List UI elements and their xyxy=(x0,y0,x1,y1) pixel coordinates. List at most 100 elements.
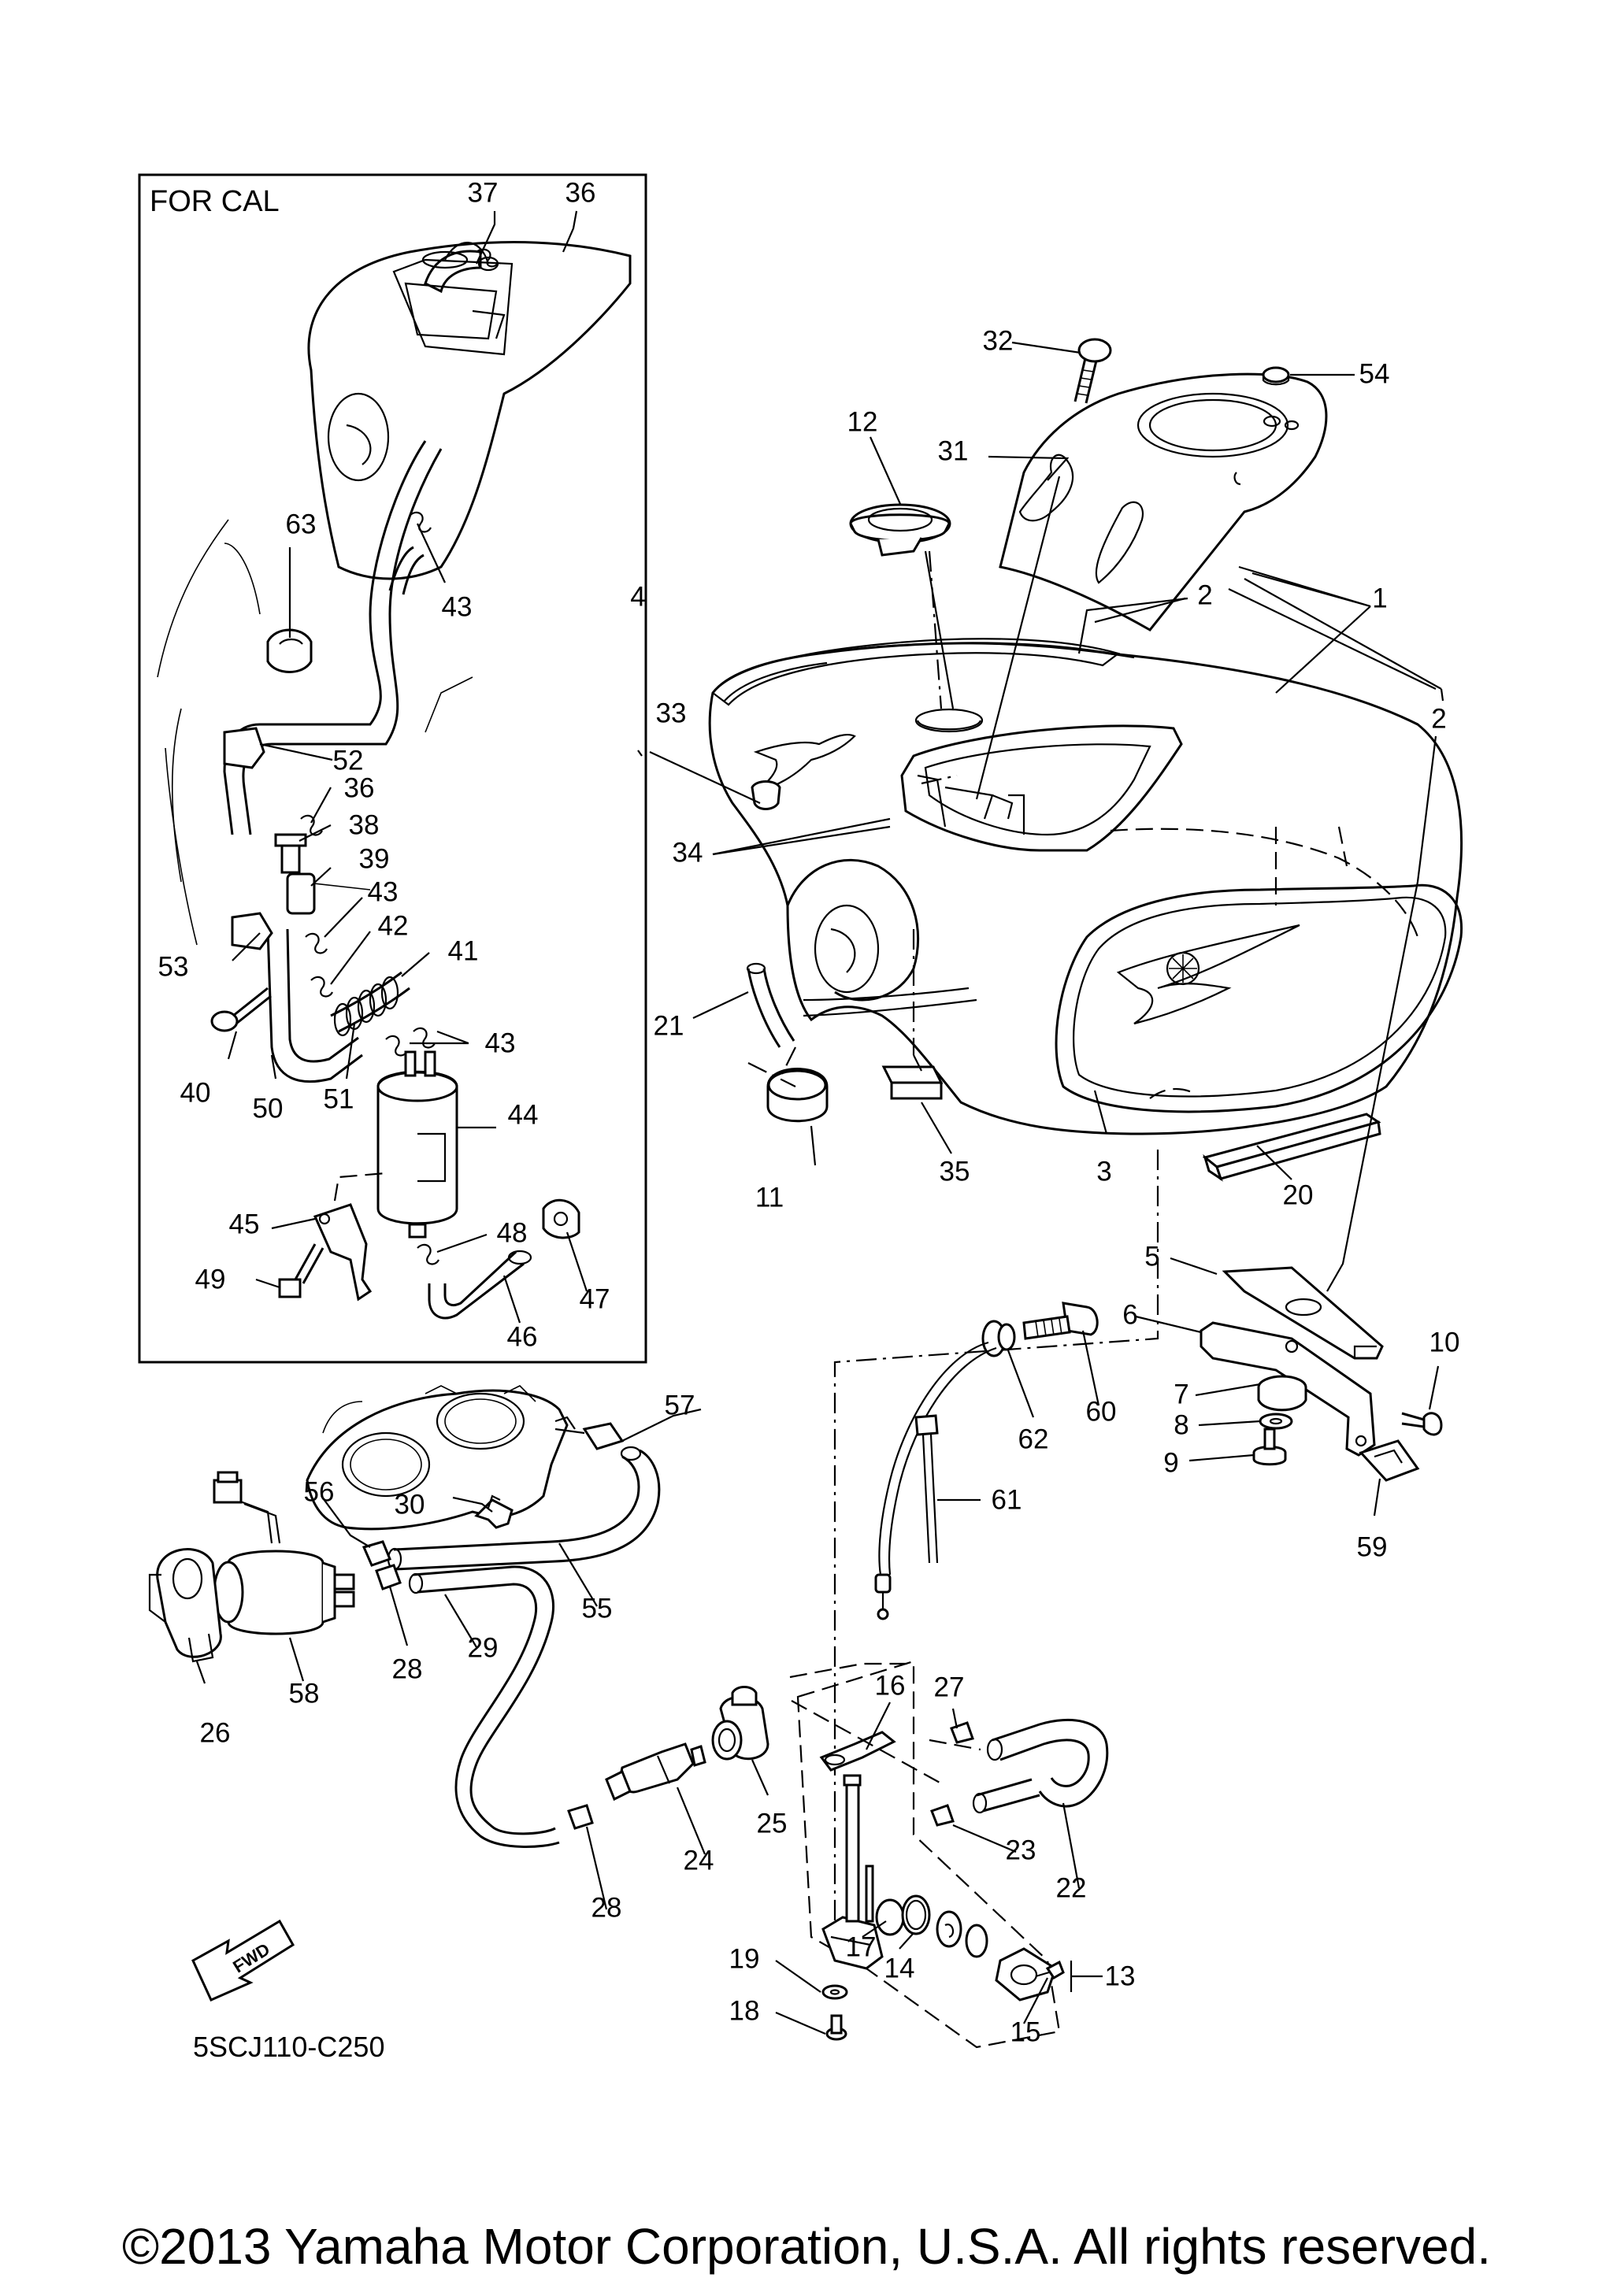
callout-40: 40 xyxy=(180,1077,211,1108)
callout-1: 1 xyxy=(1372,583,1387,613)
fuel-tank-1 xyxy=(708,642,1463,1135)
callout-18: 18 xyxy=(729,1995,760,2026)
callout-50: 50 xyxy=(253,1093,284,1124)
callout-56: 56 xyxy=(304,1476,335,1507)
clip-43-upper xyxy=(409,511,432,533)
cover-plate-15 xyxy=(995,1947,1057,2002)
callout-23: 23 xyxy=(1006,1835,1036,1865)
callout-43: 43 xyxy=(485,1028,516,1058)
damper-7 xyxy=(1257,1375,1307,1412)
bolt-40 xyxy=(210,987,272,1032)
callout-24: 24 xyxy=(684,1845,714,1876)
california-inset: FOR CAL xyxy=(138,173,647,1364)
hose-21 xyxy=(746,962,795,1048)
callout-44: 44 xyxy=(508,1099,539,1130)
bolt-32 xyxy=(1073,338,1112,404)
fuel-hose-29 xyxy=(408,1565,560,1848)
tank-cover-31 xyxy=(999,372,1328,631)
fuel-cock-assembly-13 xyxy=(789,1660,1061,2049)
callout-52: 52 xyxy=(333,745,364,776)
inset-hose-50 xyxy=(266,928,363,1083)
hose-clamp-25 xyxy=(711,1686,769,1761)
callout-51: 51 xyxy=(324,1083,354,1114)
leader-dash-lines xyxy=(747,550,1159,1961)
fuel-filter-39 xyxy=(286,872,316,915)
bolt-18 xyxy=(825,2014,847,2041)
callout-28: 28 xyxy=(591,1892,622,1923)
callout-2: 2 xyxy=(1197,580,1212,610)
callout-39: 39 xyxy=(359,843,390,874)
emblem-trim-2 xyxy=(711,638,1463,1113)
fuel-hose-22 xyxy=(791,1700,1109,1814)
inset-hose-37 xyxy=(424,250,482,294)
screw-15 xyxy=(1035,1960,1065,1980)
gasket-16 xyxy=(819,1731,896,1772)
callout-63: 63 xyxy=(286,509,317,539)
nut-62 xyxy=(981,1320,1016,1357)
cable-tie-61 xyxy=(914,1414,939,1564)
callout-47: 47 xyxy=(580,1283,610,1314)
callout-14: 14 xyxy=(884,1953,915,1983)
clamp-47 xyxy=(542,1198,580,1239)
clamp-28-bottom xyxy=(567,1804,594,1830)
pad-35 xyxy=(881,1065,944,1100)
inset-fuel-tank xyxy=(307,241,632,580)
callout-4: 4 xyxy=(630,581,645,612)
callout-38: 38 xyxy=(349,809,380,840)
callout-48: 48 xyxy=(497,1217,528,1248)
inset-hose-43-top xyxy=(388,546,425,595)
damper-strip-20 xyxy=(1202,1113,1381,1182)
callout-30: 30 xyxy=(395,1489,425,1520)
clip-53 xyxy=(231,912,273,950)
callout-16: 16 xyxy=(875,1670,906,1701)
callout-27: 27 xyxy=(934,1672,965,1702)
clip-43-lower xyxy=(385,1027,436,1057)
inset-frame xyxy=(138,173,647,1364)
callout-35: 35 xyxy=(940,1156,970,1187)
callout-15: 15 xyxy=(1010,2016,1041,2047)
callout-9: 9 xyxy=(1163,1447,1178,1478)
callout-21: 21 xyxy=(654,1010,684,1041)
callout-7: 7 xyxy=(1174,1379,1188,1409)
tank-top-opening xyxy=(900,708,1183,852)
tank-emblem xyxy=(753,733,1300,1025)
leader-lines xyxy=(195,210,1444,2035)
cable-line xyxy=(874,1341,997,1620)
clip-52 xyxy=(223,727,265,769)
tank-knee-recess xyxy=(786,858,977,1017)
callout-26: 26 xyxy=(200,1717,231,1748)
hose-46 xyxy=(428,1250,532,1320)
callout-19: 19 xyxy=(729,1943,760,1974)
callout-numbers: 37 36 63 43 52 36 38 39 43 42 41 53 43 4… xyxy=(158,177,1460,2047)
bolt-49 xyxy=(278,1243,324,1298)
fuel-pump-58 xyxy=(213,1471,355,1635)
tank-hidden-lines xyxy=(1110,826,1419,1099)
fuel-filter-24 xyxy=(605,1742,706,1802)
cap-54 xyxy=(1262,366,1290,386)
callout-46: 46 xyxy=(507,1321,538,1352)
bolt-9 xyxy=(1252,1428,1287,1466)
callout-32: 32 xyxy=(983,325,1014,356)
clip-48 xyxy=(417,1243,439,1265)
bracket-45 xyxy=(313,1172,387,1302)
callout-20: 20 xyxy=(1283,1179,1314,1210)
charcoal-canister-44 xyxy=(376,1050,458,1239)
callout-37: 37 xyxy=(468,177,499,208)
callout-49: 49 xyxy=(195,1264,226,1294)
diagram-code: 5SCJ110-C250 xyxy=(193,2031,384,2063)
washer-8 xyxy=(1259,1413,1293,1430)
callout-17: 17 xyxy=(846,1931,877,1962)
callout-41: 41 xyxy=(448,935,479,966)
callout-10: 10 xyxy=(1429,1327,1460,1357)
callout-6: 6 xyxy=(1122,1299,1137,1330)
clip-27 xyxy=(950,1721,974,1744)
callout-59: 59 xyxy=(1357,1531,1388,1562)
callout-45: 45 xyxy=(229,1209,260,1239)
hose-fitting-38 xyxy=(274,833,307,874)
callout-55: 55 xyxy=(582,1593,613,1624)
clip-30 xyxy=(474,1494,514,1529)
washer-19 xyxy=(821,1984,848,2000)
clip-23 xyxy=(930,1804,955,1827)
callout-53: 53 xyxy=(158,951,189,982)
